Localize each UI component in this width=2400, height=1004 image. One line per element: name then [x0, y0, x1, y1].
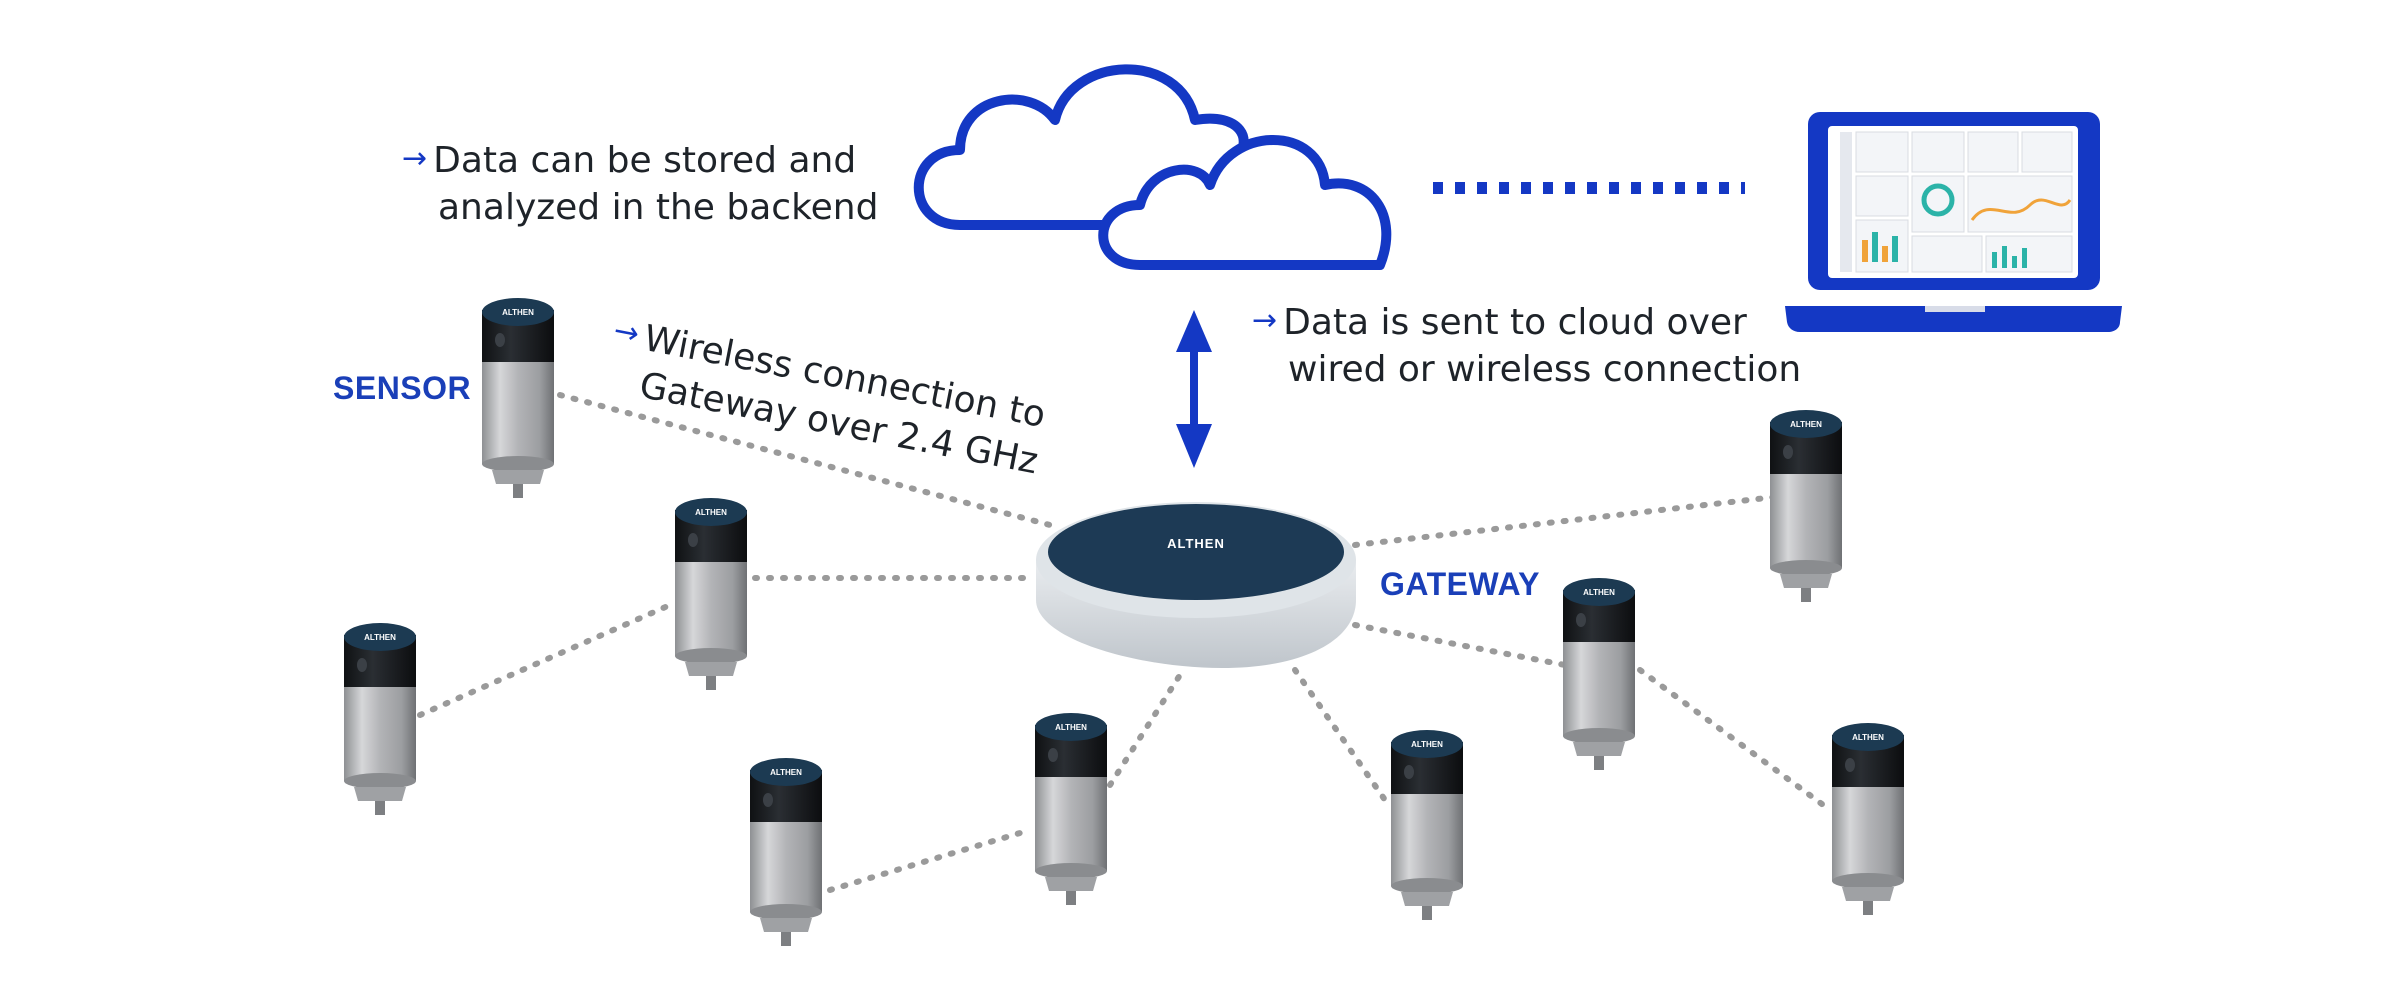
link-sensor-8 [1352, 494, 1778, 548]
sensor-label: SENSOR [333, 370, 472, 406]
sensor-brand-text: ALTHEN [364, 633, 396, 642]
vibration-sensor-icon: ALTHEN [675, 498, 747, 690]
vibration-sensor-icon: ALTHEN [1832, 723, 1904, 915]
sensor-brand-text: ALTHEN [1411, 740, 1443, 749]
double-arrow-icon [1176, 310, 1212, 468]
link-sensor-3 [417, 602, 673, 718]
link-sensor-5 [1107, 672, 1183, 788]
backend-note-line2: analyzed in the backend [438, 187, 879, 228]
vibration-sensor-icon: ALTHEN [1391, 730, 1463, 920]
sensor-brand-text: ALTHEN [1790, 420, 1822, 429]
link-sensor-4 [827, 827, 1033, 893]
sensor-brand-text: ALTHEN [502, 308, 534, 317]
cloud-note-line2: wired or wireless connection [1288, 349, 1802, 390]
link-sensor-1 [557, 392, 1053, 528]
vibration-sensor-icon: ALTHEN [482, 298, 554, 498]
sensor-brand-text: ALTHEN [770, 768, 802, 777]
cloud-note-line1: Data is sent to cloud over [1283, 302, 1747, 343]
arrow-right-icon: → [402, 141, 428, 176]
cloud-note: →Data is sent to cloud over wired or wir… [1252, 300, 1801, 392]
vibration-sensor-icon: ALTHEN [344, 623, 416, 815]
sensor-brand-text: ALTHEN [695, 508, 727, 517]
gateway-label: GATEWAY [1380, 566, 1540, 602]
gateway-hub: ALTHEN [1036, 502, 1356, 668]
sensor-brand-text: ALTHEN [1055, 723, 1087, 732]
arrow-right-icon: → [1252, 303, 1278, 338]
vibration-sensor-icon: ALTHEN [1035, 713, 1107, 905]
sensor-brand-text: ALTHEN [1852, 733, 1884, 742]
sensors-group: ALTHEN ALTHEN ALTHEN ALTHEN ALTHEN ALTHEN ALTH… [344, 298, 1904, 946]
link-sensor-7 [1352, 622, 1568, 668]
backend-note: →Data can be stored and analyzed in the … [402, 138, 878, 230]
link-sensor-9 [1637, 667, 1833, 813]
sensor-brand-text: ALTHEN [1583, 588, 1615, 597]
cloud-icon [913, 64, 1392, 270]
wireless-links [417, 182, 1833, 893]
link-sensor-6 [1292, 667, 1388, 803]
arrow-right-icon: → [610, 312, 643, 353]
vibration-sensor-icon: ALTHEN [750, 758, 822, 946]
laptop-dashboard-icon [1785, 112, 2122, 332]
vibration-sensor-icon: ALTHEN [1770, 410, 1842, 602]
vibration-sensor-icon: ALTHEN [1563, 578, 1635, 770]
gateway-brand-text: ALTHEN [1167, 536, 1225, 551]
backend-note-line1: Data can be stored and [433, 140, 857, 181]
